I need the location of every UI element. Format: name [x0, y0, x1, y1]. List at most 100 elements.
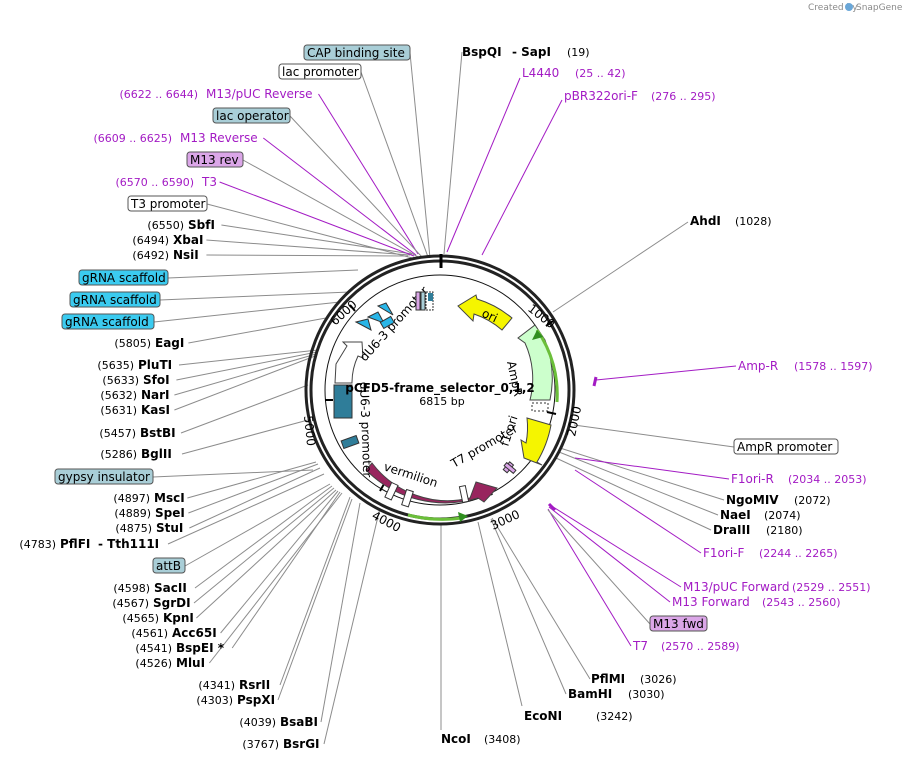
primer-right-line-2	[595, 365, 737, 381]
enzyme-left-4-name: PluTI	[138, 358, 172, 372]
enzyme-left-22-pos: (4039)	[239, 716, 276, 729]
grna-scaffold-feature-3[interactable]	[376, 302, 394, 316]
enzyme-left-line-13	[167, 473, 325, 545]
feature-box-0[interactable]: CAP binding site	[303, 44, 411, 61]
primer-right-line-1	[481, 99, 563, 256]
enzyme-left-line-16	[196, 489, 337, 619]
enzyme-left-14-pos: (4598)	[113, 582, 150, 595]
enzyme-left-11-pos: (4889)	[114, 507, 151, 520]
ori-feature[interactable]	[457, 294, 513, 331]
enzyme-line-5	[491, 517, 591, 680]
enzyme-left-21-pos: (4303)	[196, 694, 233, 707]
feature-box-1[interactable]: lac promoter	[278, 63, 362, 80]
enzyme-left-2-pos: (6492)	[132, 249, 169, 262]
feature-box-line-11	[547, 509, 651, 625]
feature-box-4-box	[127, 195, 208, 212]
enzyme-left-line-6	[174, 353, 317, 396]
feature-box-9-box	[152, 557, 186, 574]
ori-label: ori	[480, 306, 500, 325]
primer-right-0-name: L4440	[522, 66, 559, 80]
primer-right-1-name: pBR322ori-F	[564, 89, 638, 103]
enzyme-line-6	[490, 518, 567, 695]
u6-promoter-feature-a[interactable]	[333, 384, 353, 419]
enzyme-left-12-pos: (4875)	[115, 522, 152, 535]
enzyme-left-line-2	[206, 254, 409, 257]
enzyme-left-6-pos: (5632)	[100, 389, 137, 402]
feature-box-2-box	[212, 107, 291, 124]
credit-text: Created by	[808, 3, 858, 13]
f1-ori-feature[interactable]	[520, 417, 552, 466]
feature-box-line-2	[289, 115, 423, 258]
enzyme-left-8-name: BstBI	[140, 426, 176, 440]
feature-box-2[interactable]: lac operator	[212, 107, 291, 124]
feature-box-line-3	[242, 159, 421, 259]
u6-small-feature[interactable]	[340, 434, 360, 450]
enzyme-left-13-pos: (4783)	[19, 538, 56, 551]
feature-box-1-box	[278, 63, 362, 80]
enzyme-left-23-name: BsrGI	[283, 737, 320, 751]
enzyme-left-0-name: SbfI	[188, 218, 215, 232]
feature-box-0-box	[303, 44, 411, 61]
feature-box-line-9	[184, 483, 331, 567]
enzyme-left-4-pos: (5635)	[97, 359, 134, 372]
snapgene-credit: Created by SnapGene	[808, 3, 903, 13]
feature-box-5[interactable]: gRNA scaffold	[78, 269, 169, 286]
enzyme-left-line-21	[277, 498, 353, 701]
enzyme-left-17-name: Acc65I	[172, 626, 217, 640]
enzyme-left-line-1	[206, 239, 411, 256]
enzyme-left-line-0	[221, 224, 413, 255]
lac-operator-feature[interactable]	[420, 291, 426, 311]
feature-box-6[interactable]: gRNA scaffold	[69, 291, 161, 308]
feature-box-7-text: gRNA scaffold	[65, 315, 149, 329]
feature-box-3-box	[186, 151, 244, 168]
enzyme-left-13-name2: - Tth111I	[98, 537, 159, 551]
enzyme-left-line-7	[174, 355, 316, 411]
tick-6000-mark	[349, 304, 356, 312]
primer-left-line-0	[318, 93, 419, 255]
feature-box-10[interactable]: AmpR promoter	[733, 438, 839, 455]
enzyme-left-line-19	[209, 492, 343, 664]
primer-right-0-pos: (25 .. 42)	[575, 67, 626, 80]
cap-site-feature[interactable]	[428, 293, 433, 301]
feature-box-line-10	[573, 424, 735, 448]
enzyme-right-1-name: AhdI	[690, 214, 721, 228]
u6-promoter-feature-b[interactable]	[334, 341, 364, 384]
grna-scaffold-feature-2[interactable]	[366, 311, 386, 324]
feature-box-3[interactable]: M13 rev	[186, 151, 244, 168]
enzyme-right-8-pos: (3408)	[484, 733, 521, 746]
primer-right-2-name: Amp-R	[738, 359, 778, 373]
brand-text: SnapGene	[856, 3, 903, 13]
tick-1000-mark	[545, 320, 554, 327]
enzyme-left-line-15	[193, 487, 335, 604]
enzyme-right-6-name: BamHI	[568, 687, 612, 701]
ampr-promoter-feature[interactable]	[531, 402, 549, 412]
enzyme-left-line-12	[189, 467, 321, 529]
enzyme-right-2-pos: (2072)	[794, 494, 831, 507]
feature-box-9[interactable]: attB	[152, 557, 186, 574]
enzyme-left-18-pos: (4541)	[135, 642, 172, 655]
grna-scaffold-feature-4[interactable]	[379, 315, 395, 330]
enzyme-right-4-pos: (2180)	[766, 524, 803, 537]
feature-box-1-text: lac promoter	[282, 65, 359, 79]
grna-scaffold-feature-1[interactable]	[354, 318, 372, 331]
plasmid-name: pCFD5-frame_selector_0,1,2	[345, 381, 534, 396]
feature-box-8[interactable]: gypsy insulator	[54, 468, 154, 485]
vermilion-orf-arrow	[407, 513, 463, 521]
feature-box-7[interactable]: gRNA scaffold	[61, 313, 155, 330]
enzyme-left-6-name: NarI	[141, 388, 170, 402]
m13-fwd-feature[interactable]	[503, 461, 517, 475]
enzyme-left-1-name: XbaI	[173, 233, 203, 247]
primer-right-line-4	[574, 469, 702, 554]
m13-rev-feature[interactable]	[415, 291, 421, 311]
feature-box-4[interactable]: T3 promoter	[127, 195, 208, 212]
feature-box-line-8	[152, 469, 314, 478]
enzyme-left-20-pos: (4341)	[198, 679, 235, 692]
feature-box-11[interactable]: M13 fwd	[649, 615, 708, 632]
enzyme-right-0-name: BspQI	[462, 45, 502, 59]
enzyme-line-3	[558, 451, 719, 516]
feature-box-6-box	[69, 291, 161, 308]
tick-3000: 3000	[488, 507, 522, 533]
tick-2000: 2000	[564, 405, 584, 438]
primer-left-2-pos: (6570 .. 6590)	[115, 176, 194, 189]
feature-box-8-box	[54, 468, 154, 485]
